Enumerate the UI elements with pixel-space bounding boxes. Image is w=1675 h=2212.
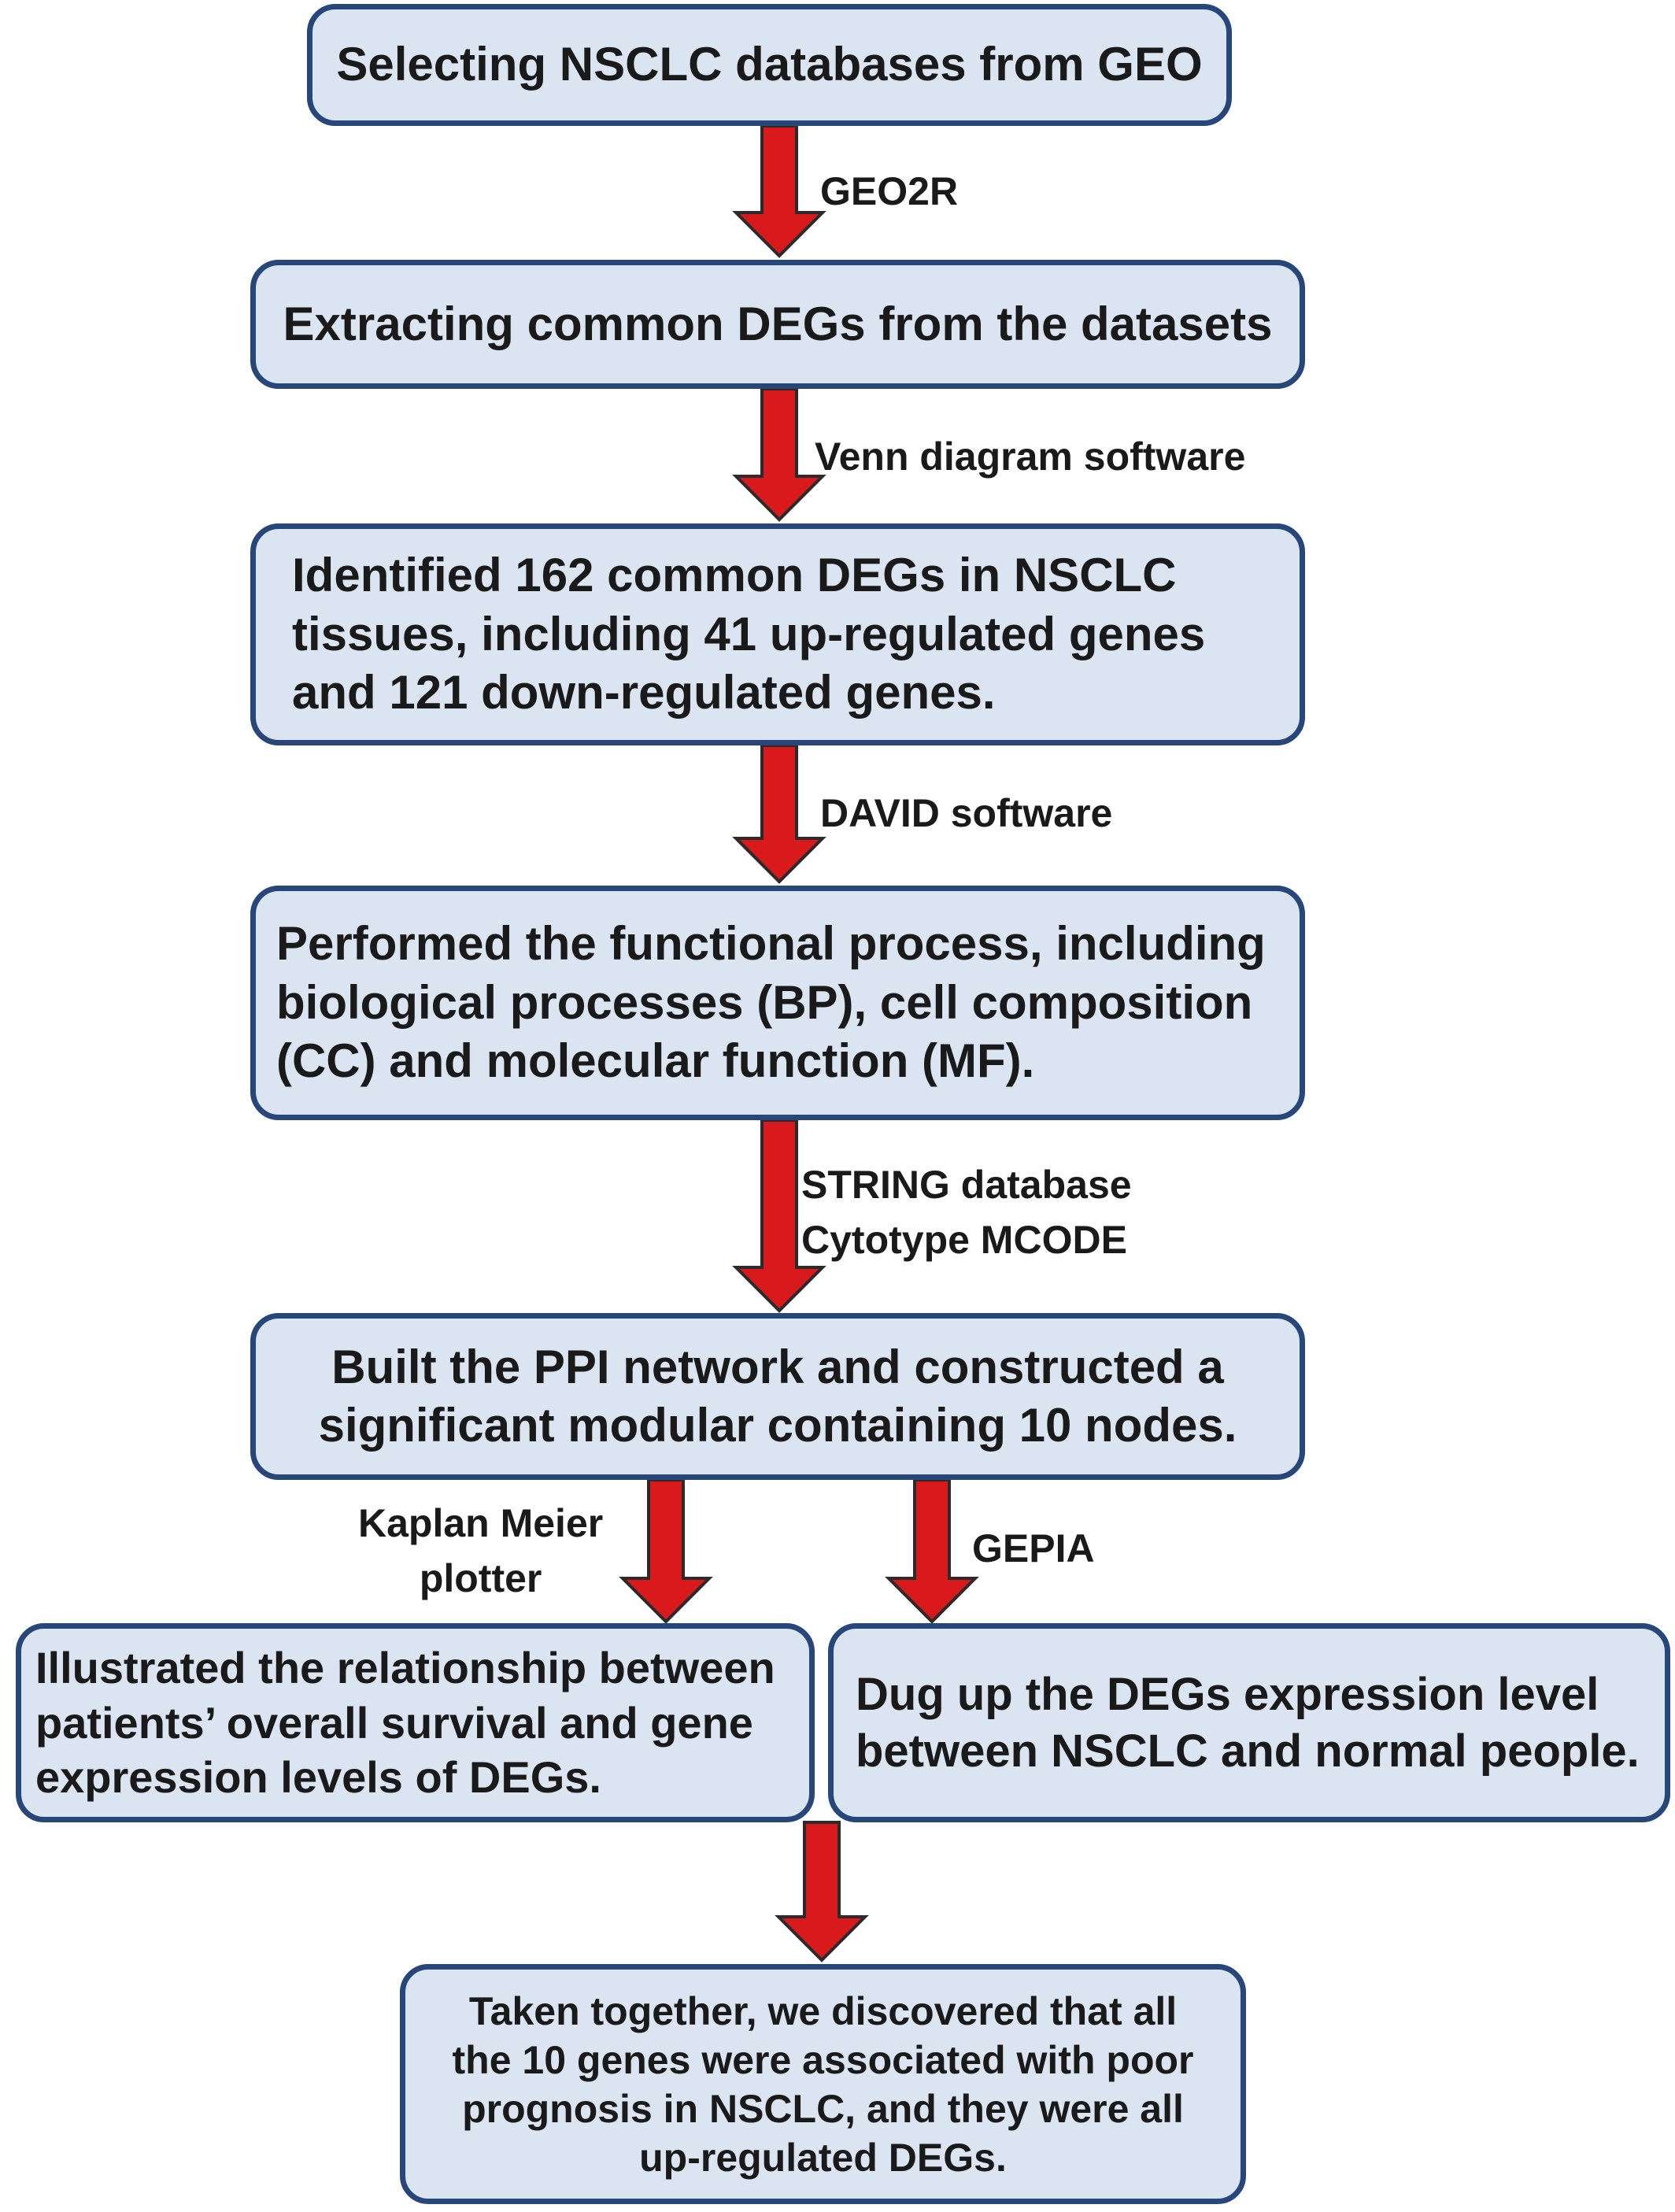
label-gepia: GEPIA <box>972 1521 1095 1576</box>
label-kaplan-line-1: Kaplan Meier <box>358 1501 604 1545</box>
label-david-software: DAVID software <box>820 786 1112 841</box>
box-functional-process-line-3: (CC) and molecular function (MF). <box>276 1034 1035 1088</box>
box-functional-process-line-2: biological processes (BP), cell composit… <box>276 975 1253 1029</box>
box-identified-degs: Identified 162 common DEGs in NSCLC tiss… <box>250 523 1305 745</box>
arrow-string <box>732 1119 826 1313</box>
box-expression-level-line-2: between NSCLC and normal people. <box>856 1725 1640 1777</box>
box-conclusion-line-3: prognosis in NSCLC, and they were all <box>462 2086 1184 2131</box>
label-venn-software: Venn diagram software <box>815 429 1245 484</box>
box-survival-line-2: patients’ overall survival and gene <box>35 1697 753 1748</box>
box-survival-line-1: Illustrated the relationship between <box>35 1643 775 1693</box>
label-david-line-1: DAVID software <box>820 791 1113 835</box>
box-identified-degs-line-1: Identified 162 common DEGs in NSCLC <box>292 549 1177 602</box>
label-geo2r: GEO2R <box>820 164 958 219</box>
box-ppi-network-line-2: significant modular containing 10 nodes. <box>318 1399 1237 1452</box>
box-expression-level-line-1: Dug up the DEGs expression level <box>856 1668 1599 1720</box>
arrow-david <box>732 744 826 884</box>
arrow-geo2r <box>732 124 826 258</box>
label-geo2r-line-1: GEO2R <box>820 169 959 213</box>
box-extract-degs: Extracting common DEGs from the datasets <box>250 260 1305 389</box>
box-survival: Illustrated the relationship between pat… <box>16 1623 815 1822</box>
box-extract-degs-line-1: Extracting common DEGs from the datasets <box>283 297 1273 350</box>
box-ppi-network: Built the PPI network and constructed a … <box>250 1313 1305 1480</box>
arrow-gepia <box>885 1478 979 1624</box>
box-identified-degs-line-3: and 121 down-regulated genes. <box>292 666 996 719</box>
arrow-kaplan <box>619 1478 713 1624</box>
box-select-geo-line-1: Selecting NSCLC databases from GEO <box>336 38 1203 91</box>
label-string-line-2: Cytotype MCODE <box>801 1218 1127 1262</box>
label-string-mcode: STRING database Cytotype MCODE <box>801 1157 1132 1267</box>
arrow-conclusion <box>775 1821 869 1962</box>
box-conclusion-line-4: up-regulated DEGs. <box>639 2135 1007 2180</box>
box-identified-degs-line-2: tissues, including 41 up-regulated genes <box>292 607 1206 660</box>
label-string-line-1: STRING database <box>801 1163 1132 1207</box>
box-ppi-network-line-1: Built the PPI network and constructed a <box>331 1340 1224 1393</box>
box-expression-level: Dug up the DEGs expression level between… <box>828 1623 1670 1822</box>
box-conclusion: Taken together, we discovered that all t… <box>400 1964 1246 2204</box>
box-functional-process: Performed the functional process, includ… <box>250 886 1305 1120</box>
box-functional-process-line-1: Performed the functional process, includ… <box>276 917 1266 971</box>
box-select-geo: Selecting NSCLC databases from GEO <box>307 4 1232 126</box>
label-kaplan-meier: Kaplan Meier plotter <box>358 1496 603 1606</box>
label-gepia-line-1: GEPIA <box>972 1526 1095 1570</box>
label-venn-line-1: Venn diagram software <box>815 435 1246 479</box>
box-conclusion-line-1: Taken together, we discovered that all <box>468 1988 1178 2033</box>
box-conclusion-line-2: the 10 genes were associated with poor <box>452 2037 1194 2082</box>
box-survival-line-3: expression levels of DEGs. <box>35 1752 601 1803</box>
label-kaplan-line-2: plotter <box>419 1556 542 1600</box>
arrow-venn <box>732 387 826 522</box>
